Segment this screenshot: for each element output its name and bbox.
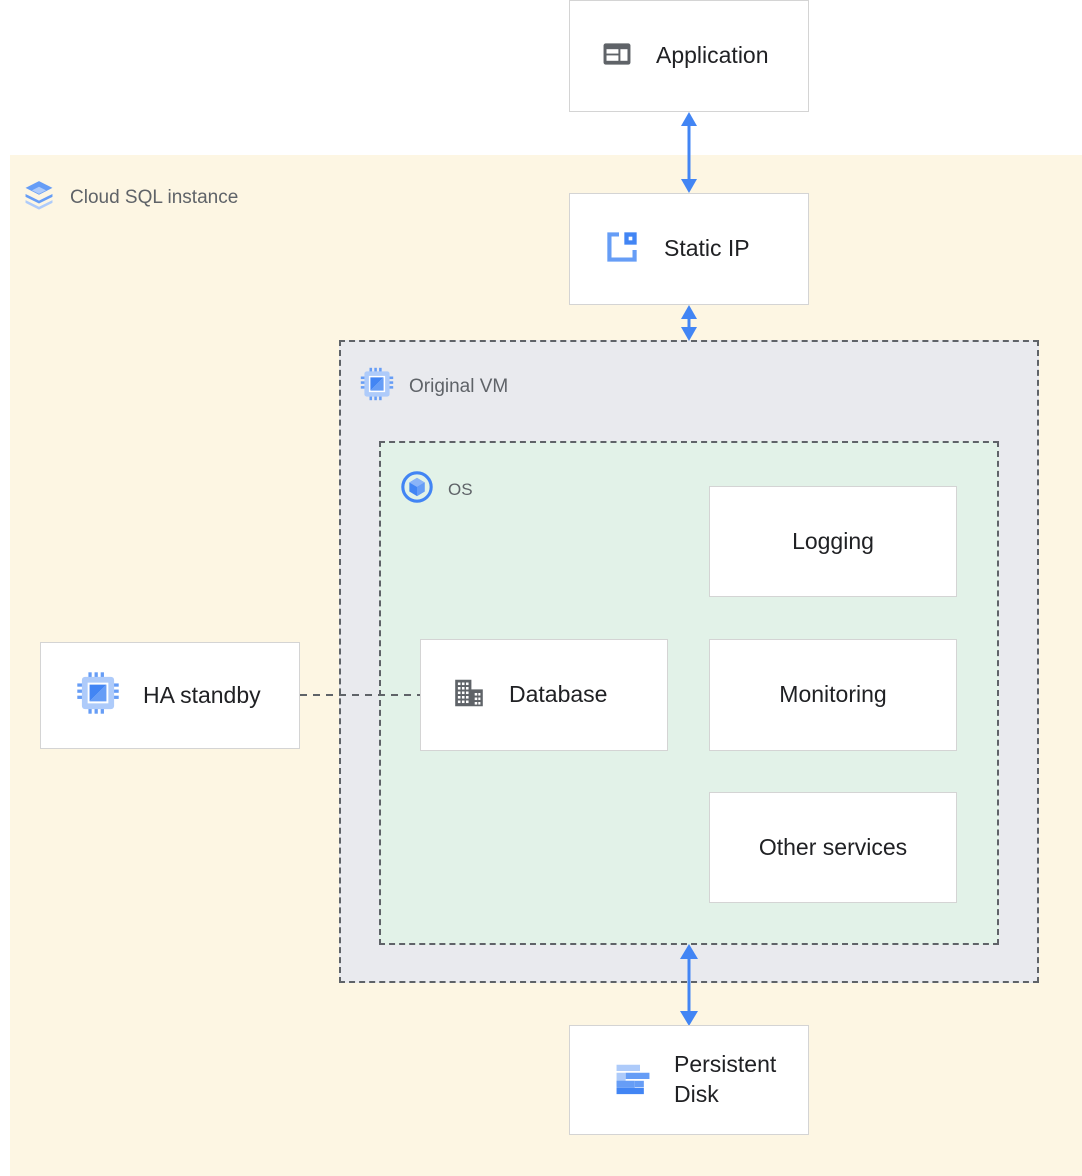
os-image-icon (400, 470, 434, 509)
persistent-disk-icon (612, 1057, 654, 1104)
vm-chip-icon (359, 366, 395, 407)
static-ip-icon (602, 227, 642, 272)
original-vm-label: Original VM (409, 375, 509, 397)
cloud-sql-instance-label-row: Cloud SQL instance (22, 178, 238, 217)
node-persistent-disk-label: Persistent Disk (674, 1051, 777, 1107)
cloud-sql-instance-label: Cloud SQL instance (70, 186, 239, 208)
node-monitoring-label: Monitoring (779, 681, 887, 708)
node-ha-standby-label: HA standby (143, 681, 261, 708)
os-label-row: OS (400, 470, 473, 509)
original-vm-label-row: Original VM (359, 366, 508, 407)
node-logging[interactable]: Logging (709, 486, 957, 597)
cloud-sql-icon (22, 178, 56, 217)
node-application[interactable]: Application (569, 0, 809, 112)
node-logging-label: Logging (792, 527, 874, 554)
node-monitoring[interactable]: Monitoring (709, 639, 957, 751)
os-label: OS (448, 479, 473, 499)
application-layout-icon (600, 37, 634, 76)
node-static-ip[interactable]: Static IP (569, 193, 809, 305)
node-other-services-label: Other services (758, 833, 908, 860)
database-building-icon (451, 675, 487, 716)
node-database[interactable]: Database (420, 639, 668, 751)
node-database-label: Database (509, 681, 608, 708)
node-persistent-disk[interactable]: Persistent Disk (569, 1025, 809, 1135)
node-other-services[interactable]: Other services (709, 792, 957, 903)
vm-chip-icon (75, 670, 121, 721)
node-ha-standby[interactable]: HA standby (40, 642, 300, 749)
node-application-label: Application (656, 42, 769, 69)
node-static-ip-label: Static IP (664, 235, 750, 262)
